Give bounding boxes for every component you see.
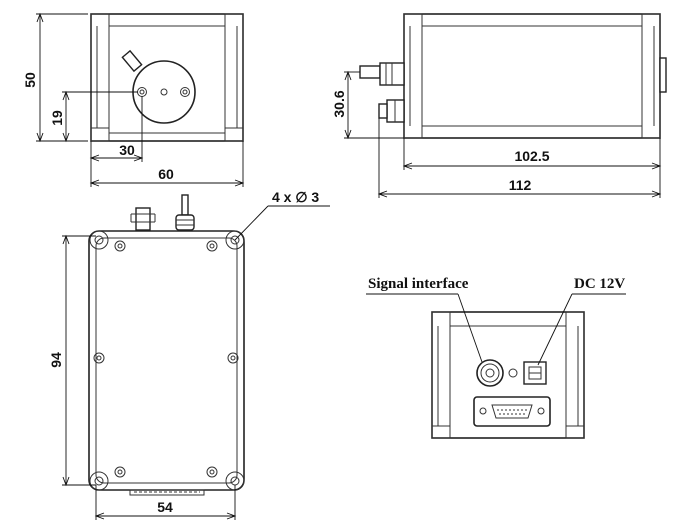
signal-interface-label: Signal interface — [368, 276, 469, 292]
cover-screws — [93, 240, 239, 478]
front-left-flange — [90, 13, 110, 142]
front-right-flange — [224, 13, 244, 142]
corner-mount-holes — [89, 230, 245, 491]
top-signal-connector — [175, 214, 195, 231]
connector-panel-outline — [431, 311, 585, 439]
side-signal-connector — [359, 65, 381, 79]
front-hole-2 — [180, 87, 190, 97]
side-total-length-dim: 112 — [509, 177, 532, 193]
front-hole-offset-dim: 30 — [119, 142, 135, 158]
hole-spec-label: 4 x ∅ 3 — [272, 189, 319, 205]
side-body-length-dim: 102.5 — [514, 148, 549, 164]
top-view: 94 54 4 x ∅ 3 — [48, 189, 330, 520]
top-length-dim: 94 — [48, 352, 64, 368]
dc-12v-label: DC 12V — [574, 276, 625, 292]
front-view: 50 19 30 60 — [22, 12, 245, 187]
front-knob-stub — [121, 49, 143, 73]
db-serial-connector — [473, 396, 551, 427]
signal-interface-connector — [476, 359, 504, 387]
connector-panel-view: Signal interface DC 12V — [366, 276, 626, 439]
side-rear-connector — [659, 57, 667, 93]
side-connector-height-dim: 30.6 — [331, 90, 347, 117]
bottom-db-connector — [129, 489, 205, 496]
front-view-outline — [90, 13, 244, 142]
side-view-outline — [403, 13, 661, 139]
indicator-led — [508, 368, 518, 378]
top-power-connector — [135, 207, 151, 231]
top-signal-connector-pin — [181, 194, 189, 216]
front-hole-height-dim: 19 — [49, 110, 65, 126]
top-view-outline — [88, 230, 245, 491]
top-width-dim: 54 — [157, 499, 173, 515]
front-height-dim: 50 — [22, 72, 38, 88]
side-view: 30.6 102.5 112 — [331, 13, 667, 198]
front-width-dim: 60 — [158, 166, 174, 182]
front-hole-1 — [137, 87, 147, 97]
